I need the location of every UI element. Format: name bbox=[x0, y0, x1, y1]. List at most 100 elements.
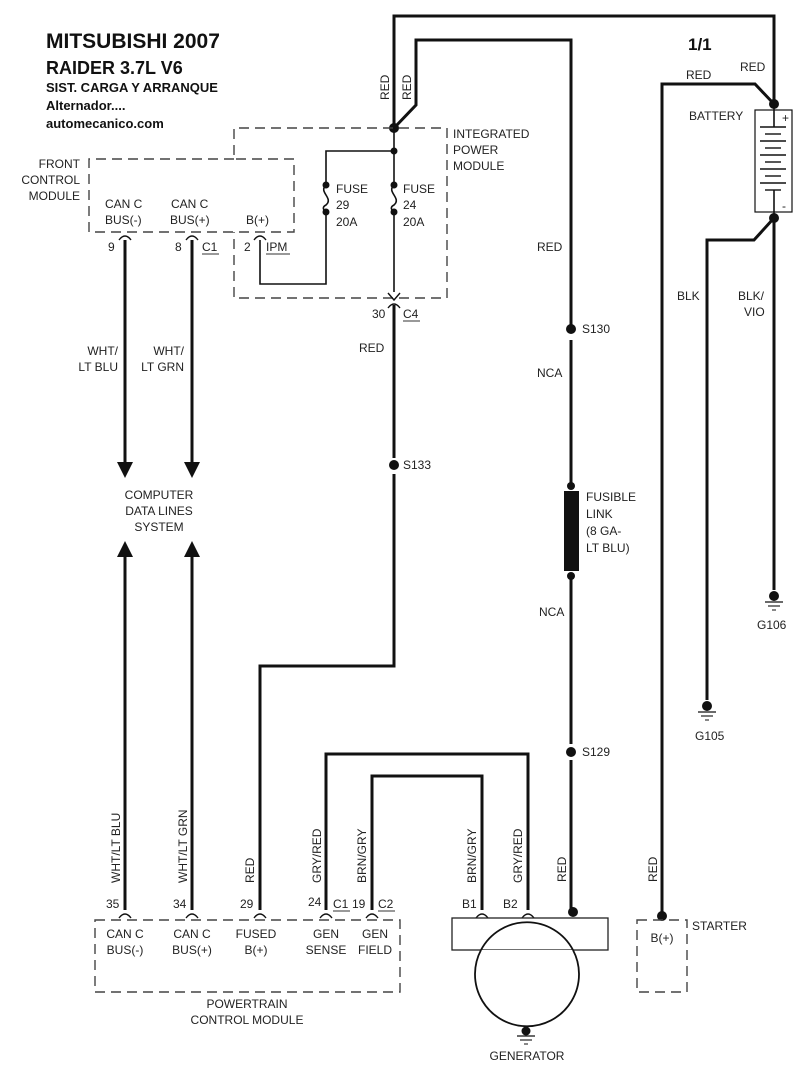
wire-label-gen-b1: BRN/GRY bbox=[465, 829, 479, 883]
title-subsystem: Alternador.... bbox=[46, 98, 125, 113]
wire-label-fcm-can-plus-1: WHT/ bbox=[153, 344, 184, 358]
wire-label-fcm-can-minus-1: WHT/ bbox=[87, 344, 118, 358]
wire-fcm-can-plus bbox=[184, 240, 200, 478]
battery-label: BATTERY bbox=[689, 109, 743, 123]
wire-label-gnd-blk-vio-1: BLK/ bbox=[738, 289, 765, 303]
ground-label-g105: G105 bbox=[695, 729, 725, 743]
connector-fcm-pin-8 bbox=[185, 235, 199, 241]
cdl-name-line-3: SYSTEM bbox=[134, 520, 183, 534]
ipm-pin-30: 30 bbox=[372, 307, 386, 321]
wire-label-gen-b2: GRY/RED bbox=[511, 828, 525, 883]
cdl-name-line-2: DATA LINES bbox=[125, 504, 193, 518]
wire-label-pcm-gen-sense: GRY/RED bbox=[310, 828, 324, 883]
fcm-pin-can-plus-line-1: CAN C bbox=[171, 197, 209, 211]
splice-s133-dot bbox=[389, 460, 399, 470]
wire-label-gnd-blk: BLK bbox=[677, 289, 700, 303]
fuse-29-symbol bbox=[322, 181, 330, 216]
ipm-name-line-3: MODULE bbox=[453, 159, 504, 173]
wire-label-pcm-fused: RED bbox=[243, 857, 257, 883]
wire-label-fcm-can-minus-2: LT BLU bbox=[78, 360, 118, 374]
fuse-29-line-3: 20A bbox=[336, 215, 357, 229]
fcm-pin-2-number: 2 bbox=[244, 240, 251, 254]
generator-symbol bbox=[451, 917, 609, 1045]
pcm-pin-35-label-1: CAN C bbox=[106, 927, 144, 941]
ipm-name-line-1: INTEGRATED bbox=[453, 127, 530, 141]
battery-positive-sign: + bbox=[782, 111, 789, 125]
fcm-pin-can-minus-line-1: CAN C bbox=[105, 197, 143, 211]
wire-label-starter-feed-top: RED bbox=[686, 68, 712, 82]
wire-label-main-feed-upper: RED bbox=[537, 240, 563, 254]
wire-c4-to-pcm bbox=[258, 305, 396, 910]
battery-negative-sign: - bbox=[782, 199, 786, 213]
gen-pin-b1: B1 bbox=[462, 897, 477, 911]
splice-s129-dot bbox=[566, 747, 576, 757]
ipm-name-line-2: POWER bbox=[453, 143, 499, 157]
pcm-pin-29-label-1: FUSED bbox=[236, 927, 277, 941]
ipm-connector-c4: C4 bbox=[403, 307, 419, 321]
wire-label-gen-out: RED bbox=[555, 856, 569, 882]
wire-pcm-can-plus bbox=[184, 541, 200, 910]
connector-c4-female bbox=[387, 303, 401, 309]
fcm-pin-bplus: B(+) bbox=[246, 213, 269, 227]
fusible-link-line-4: LT BLU) bbox=[586, 541, 630, 555]
wire-label-ipm-feed-1: RED bbox=[378, 74, 392, 100]
fuse-29-line-2: 29 bbox=[336, 198, 350, 212]
connector-pcm-pin-29 bbox=[253, 913, 267, 919]
wire-label-starter-in: RED bbox=[646, 856, 660, 882]
wire-gen-sense bbox=[324, 752, 530, 910]
fuse-24-line-2: 24 bbox=[403, 198, 417, 212]
fuse-29-line-1: FUSE bbox=[336, 182, 368, 196]
front-control-module-box bbox=[88, 127, 448, 299]
connector-fcm-pin-9 bbox=[118, 235, 132, 241]
splice-s130-dot bbox=[566, 324, 576, 334]
wire-label-fcm-can-plus-2: LT GRN bbox=[141, 360, 184, 374]
pcm-pin-34-label-2: BUS(+) bbox=[172, 943, 212, 957]
pcm-pin-19-label-2: FIELD bbox=[358, 943, 392, 957]
splice-s133-label: S133 bbox=[403, 458, 431, 472]
wire-pcm-can-minus bbox=[117, 541, 133, 910]
battery-symbol bbox=[754, 104, 793, 216]
pcm-pin-29: 29 bbox=[240, 897, 254, 911]
connector-pcm-pin-35 bbox=[118, 913, 132, 919]
connector-c4-male bbox=[387, 292, 401, 302]
fusible-link-line-2: LINK bbox=[586, 507, 613, 521]
ground-symbol-g106 bbox=[765, 591, 783, 611]
wire-label-gnd-blk-vio-2: VIO bbox=[744, 305, 765, 319]
pcm-connector-c2: C2 bbox=[378, 897, 394, 911]
wire-label-pcm-can-plus: WHT/LT GRN bbox=[176, 809, 190, 883]
wire-label-main-feed-lower: NCA bbox=[539, 605, 564, 619]
fcm-pin-9-number: 9 bbox=[108, 240, 115, 254]
pcm-pin-34-label-1: CAN C bbox=[173, 927, 211, 941]
connector-pcm-pin-19 bbox=[365, 913, 379, 919]
title-website: automecanico.com bbox=[46, 116, 164, 131]
wire-label-ipm-feed-2: RED bbox=[400, 74, 414, 100]
cdl-name-line-1: COMPUTER bbox=[125, 488, 194, 502]
page-number: 1/1 bbox=[688, 35, 712, 54]
fusible-link-symbol bbox=[564, 482, 579, 580]
fcm-pin-can-plus-line-2: BUS(+) bbox=[170, 213, 210, 227]
pcm-pin-35-label-2: BUS(-) bbox=[107, 943, 144, 957]
title-make-year: MITSUBISHI 2007 bbox=[46, 30, 220, 53]
pcm-name-line-1: POWERTRAIN bbox=[206, 997, 287, 1011]
wire-ipm-feed-inner bbox=[392, 38, 573, 330]
connector-fcm-pin-2 bbox=[253, 235, 267, 241]
generator-output-dot bbox=[568, 907, 578, 917]
fcm-pin-can-minus-line-2: BUS(-) bbox=[105, 213, 142, 227]
connector-pcm-pin-34 bbox=[185, 913, 199, 919]
fusible-link-line-1: FUSIBLE bbox=[586, 490, 636, 504]
connector-gen-b1 bbox=[475, 913, 489, 919]
fuse-24-line-3: 20A bbox=[403, 215, 424, 229]
wire-gen-field bbox=[370, 774, 484, 910]
starter-terminal-dot bbox=[657, 911, 667, 921]
ipm-internal-wiring bbox=[259, 128, 398, 292]
fcm-name-line-2: CONTROL bbox=[21, 173, 80, 187]
pcm-pin-24-label-2: SENSE bbox=[306, 943, 347, 957]
wire-label-c4-out: RED bbox=[359, 341, 385, 355]
wire-label-battery-pos-top: RED bbox=[740, 60, 766, 74]
pcm-name-line-2: CONTROL MODULE bbox=[191, 1013, 304, 1027]
pcm-pin-24: 24 bbox=[308, 895, 322, 909]
connector-pcm-pin-24 bbox=[319, 913, 333, 919]
title-model: RAIDER 3.7L V6 bbox=[46, 58, 183, 78]
starter-label: STARTER bbox=[692, 919, 747, 933]
